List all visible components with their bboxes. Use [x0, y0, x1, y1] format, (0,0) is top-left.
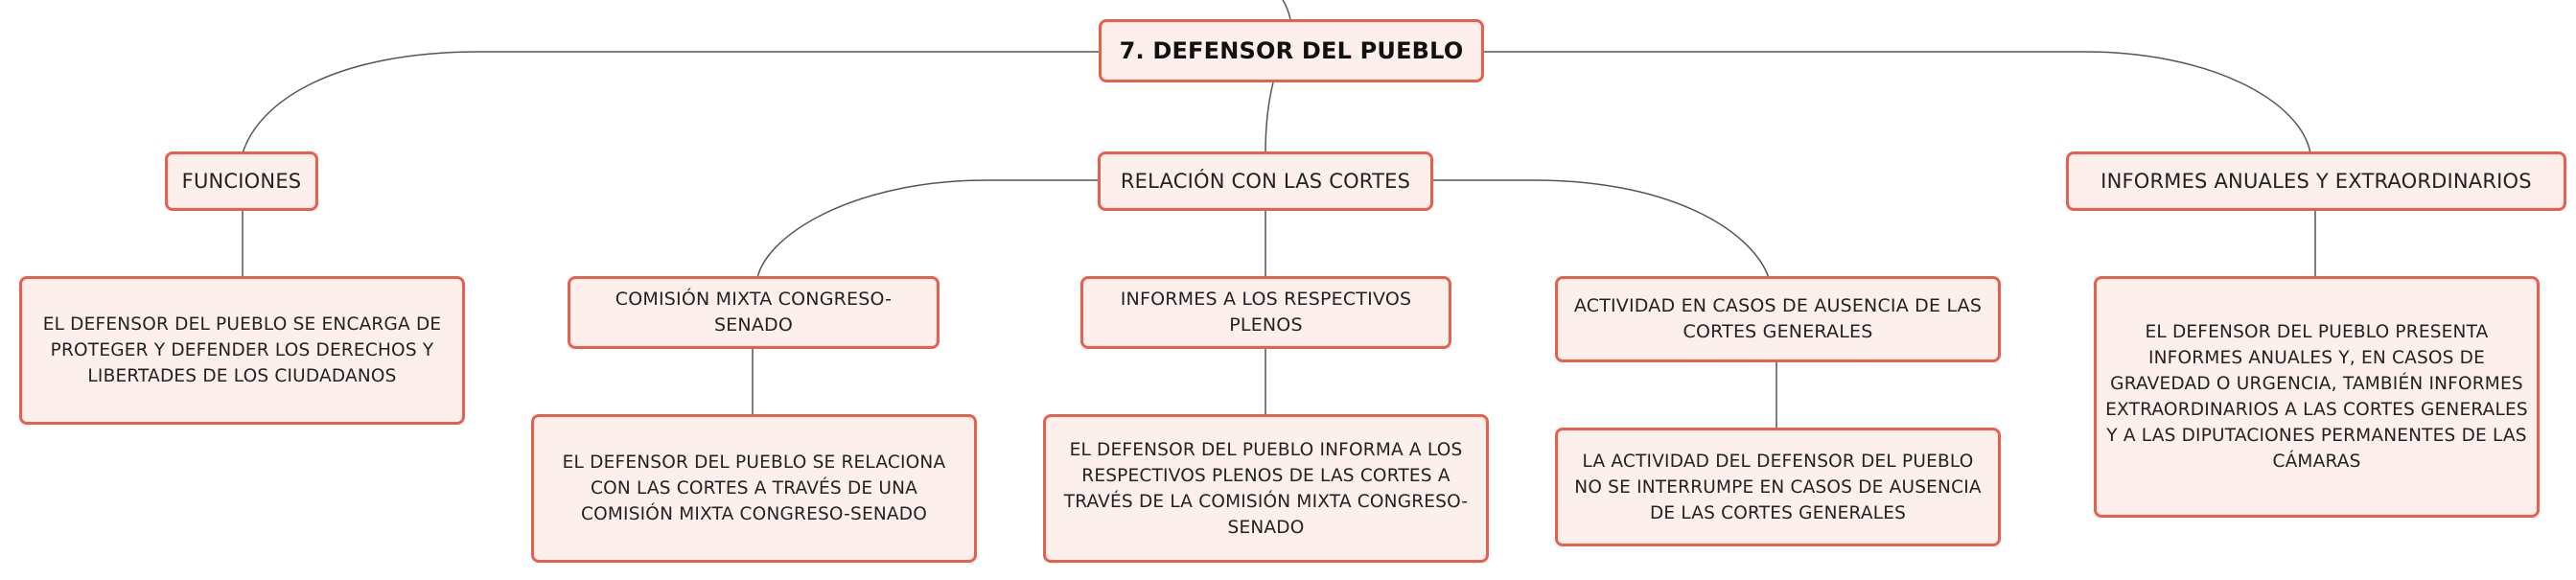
subbranch-informes-plenos[interactable]: INFORMES A LOS RESPECTIVOS PLENOS	[1080, 276, 1451, 349]
connector-root-top	[1282, 0, 1291, 20]
detail-actividad-ausencia[interactable]: LA ACTIVIDAD DEL DEFENSOR DEL PUEBLO NO …	[1555, 428, 2001, 546]
branch-informes-anuales[interactable]: INFORMES ANUALES Y EXTRAORDINARIOS	[2066, 151, 2566, 211]
connector-root-informes	[1481, 51, 2311, 154]
branch-funciones[interactable]: FUNCIONES	[165, 151, 318, 211]
subbranch-comision-mixta[interactable]: COMISIÓN MIXTA CONGRESO-SENADO	[568, 276, 940, 349]
subbranch-actividad-ausencia[interactable]: ACTIVIDAD EN CASOS DE AUSENCIA DE LAS CO…	[1555, 276, 2001, 362]
connector-root-relacion	[1265, 81, 1274, 154]
root-node[interactable]: 7. DEFENSOR DEL PUEBLO	[1099, 19, 1484, 82]
detail-informes-anuales[interactable]: EL DEFENSOR DEL PUEBLO PRESENTA INFORMES…	[2094, 276, 2540, 518]
detail-informes-plenos[interactable]: EL DEFENSOR DEL PUEBLO INFORMA A LOS RES…	[1043, 414, 1489, 563]
detail-comision-mixta[interactable]: EL DEFENSOR DEL PUEBLO SE RELACIONA CON …	[531, 414, 977, 563]
detail-funciones[interactable]: EL DEFENSOR DEL PUEBLO SE ENCARGA DE PRO…	[19, 276, 465, 425]
connector-relacion-comision	[756, 179, 1098, 279]
connector-relacion-actividad	[1433, 179, 1770, 279]
branch-relacion-cortes[interactable]: RELACIÓN CON LAS CORTES	[1098, 151, 1433, 211]
connector-root-funciones	[242, 51, 1102, 154]
